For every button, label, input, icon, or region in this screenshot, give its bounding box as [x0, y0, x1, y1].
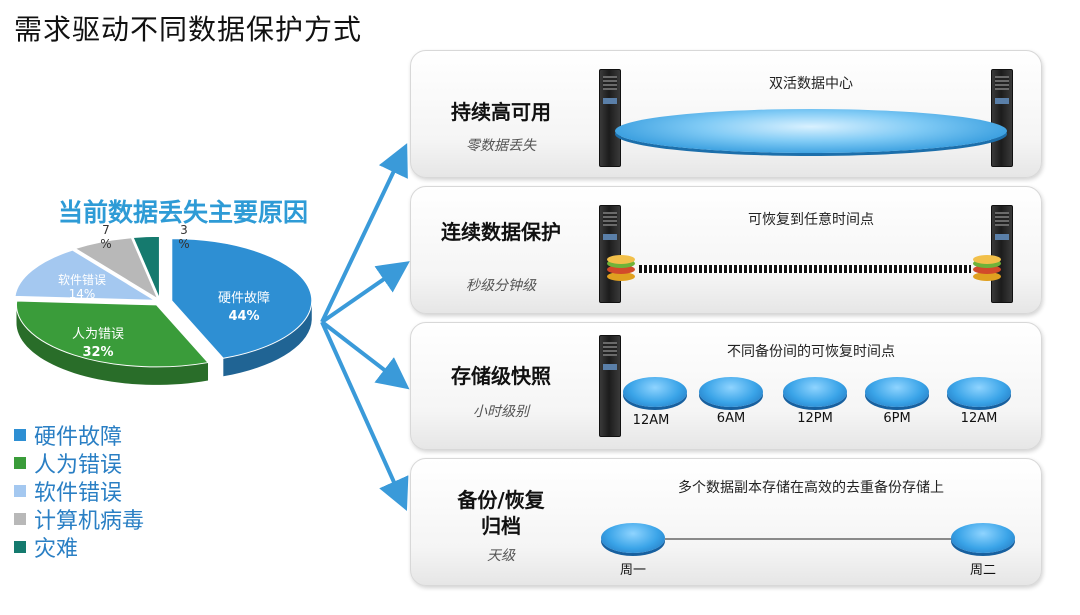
panel-title: 持续高可用	[451, 100, 551, 124]
panel-continuous-protection: 连续数据保护 秒级分钟级 可恢复到任意时间点	[410, 186, 1042, 314]
storage-server-icon	[991, 69, 1013, 167]
world-map-disk-icon	[615, 109, 1007, 153]
legend-label: 硬件故障	[34, 425, 123, 450]
legend-item: 硬件故障	[14, 421, 144, 450]
legend-swatch	[14, 429, 26, 441]
storage-server-icon	[599, 205, 621, 303]
pie-slice-disaster	[132, 235, 160, 299]
snapshot-time-label: 12PM	[797, 411, 833, 426]
panel-caption: 不同备份间的可恢复时间点	[727, 344, 895, 360]
backup-disk-icon	[951, 523, 1015, 553]
panel-title: 存储级快照	[451, 364, 551, 388]
pie-pct-software: 14%	[69, 287, 96, 301]
panel-subtitle: 零数据丢失	[466, 138, 536, 154]
legend-item: 软件错误	[14, 477, 144, 506]
continuous-timeline	[639, 265, 971, 273]
panel-title: 连续数据保护	[441, 220, 561, 244]
page-title: 需求驱动不同数据保护方式	[14, 13, 363, 46]
storage-server-icon	[991, 205, 1013, 303]
pie-slice-virus	[74, 237, 159, 300]
pie-label-software: 软件错误	[58, 273, 106, 287]
snapshot-time-label: 12AM	[960, 411, 998, 426]
database-stack-icon	[973, 255, 1001, 281]
legend-label: 人为错误	[34, 453, 123, 478]
arrow-to-panel-4	[320, 321, 409, 511]
panel-title-line1: 备份/恢复	[457, 488, 545, 512]
pie-slice-hardware	[171, 238, 313, 359]
pie-slice-side-human	[16, 304, 209, 385]
storage-server-icon	[599, 335, 621, 437]
pie-pct-human: 32%	[82, 345, 113, 360]
snapshot-disk-icon	[699, 377, 763, 407]
legend-item: 人为错误	[14, 449, 144, 478]
legend-item: 灾难	[14, 533, 144, 562]
snapshot-disk-icon	[947, 377, 1011, 407]
panel-high-availability: 持续高可用 零数据丢失 双活数据中心	[410, 50, 1042, 178]
panel-subtitle: 秒级分钟级	[466, 278, 536, 294]
snapshot-disk-icon	[623, 377, 687, 407]
pie-legend: 硬件故障 人为错误 软件错误 计算机病毒 灾难	[14, 421, 145, 562]
pie-label-virus-num: 7	[102, 223, 110, 237]
pie-title: 当前数据丢失主要原因	[58, 198, 309, 227]
legend-item: 计算机病毒	[14, 505, 145, 534]
database-stack-icon	[607, 255, 635, 281]
pie-label-human: 人为错误	[72, 327, 124, 342]
storage-server-icon	[599, 69, 621, 167]
arrow-to-panel-3	[320, 320, 410, 390]
pie-slice-software	[14, 249, 157, 301]
legend-swatch	[14, 457, 26, 469]
backup-day-label: 周二	[969, 563, 996, 578]
pie-label-virus-pct: %	[100, 237, 111, 251]
panel-storage-snapshot: 存储级快照 小时级别 不同备份间的可恢复时间点 12AM 6AM 12PM 6P…	[410, 322, 1042, 450]
panel-backup-archive: 备份/恢复 归档 天级 多个数据副本存储在高效的去重备份存储上 周一 周二	[410, 458, 1042, 586]
panel-subtitle: 小时级别	[473, 404, 529, 420]
snapshot-time-label: 6AM	[716, 411, 746, 426]
panel-title-line2: 归档	[481, 514, 521, 538]
legend-swatch	[14, 541, 26, 553]
snapshot-time-label: 12AM	[632, 413, 670, 428]
snapshot-disk-icon	[865, 377, 929, 407]
panel-caption: 可恢复到任意时间点	[748, 212, 874, 228]
pie-label-hardware: 硬件故障	[218, 291, 270, 306]
arrow-to-panel-2	[320, 261, 410, 324]
pie-label-disaster-pct: %	[178, 237, 189, 251]
panel-subtitle: 天级	[487, 548, 515, 564]
legend-label: 计算机病毒	[34, 509, 145, 534]
legend-swatch	[14, 485, 26, 497]
panel-caption: 双活数据中心	[769, 76, 853, 92]
panel-caption: 多个数据副本存储在高效的去重备份存储上	[678, 480, 944, 496]
snapshot-time-label: 6PM	[883, 411, 911, 426]
backup-timeline	[665, 538, 957, 540]
backup-disk-icon	[601, 523, 665, 553]
pie-pct-hardware: 44%	[228, 309, 259, 324]
legend-swatch	[14, 513, 26, 525]
pie-slice-side-hardware	[223, 301, 312, 377]
pie-chart: 硬件故障 44% 人为错误 32% 软件错误 14% 7 % 3 %	[14, 223, 313, 385]
pie-label-disaster-num: 3	[180, 223, 188, 237]
snapshot-disk-icon	[783, 377, 847, 407]
backup-day-label: 周一	[619, 563, 646, 578]
arrow-to-panel-1	[320, 143, 408, 323]
legend-label: 灾难	[34, 537, 79, 562]
legend-label: 软件错误	[34, 481, 123, 506]
pie-slice-human	[15, 300, 209, 368]
